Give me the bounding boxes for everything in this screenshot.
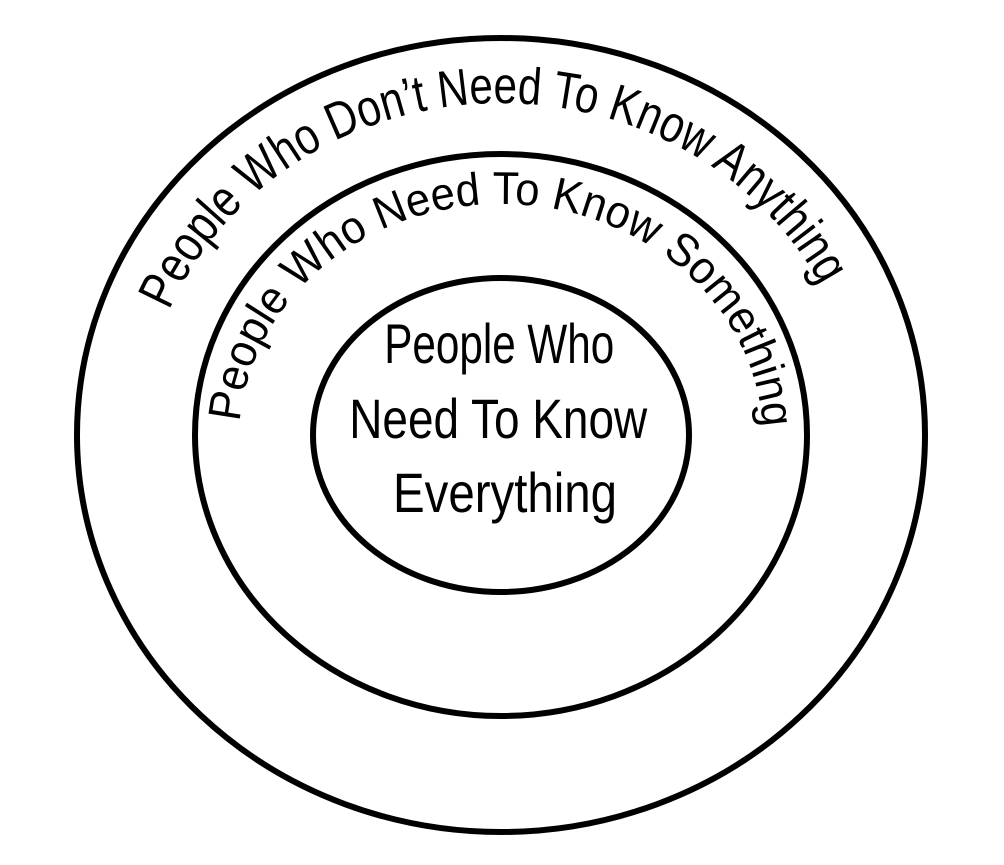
inner-circle: [310, 275, 692, 595]
inner-label-line-1: People Who: [384, 312, 614, 375]
inner-label-line-2: Need To Know: [349, 387, 647, 450]
middle-circle: [192, 151, 810, 719]
inner-label-line-3: Everything: [393, 461, 617, 524]
outer-circle: [74, 35, 928, 835]
inner-circle-label: People Who Need To Know Everything: [349, 312, 663, 524]
